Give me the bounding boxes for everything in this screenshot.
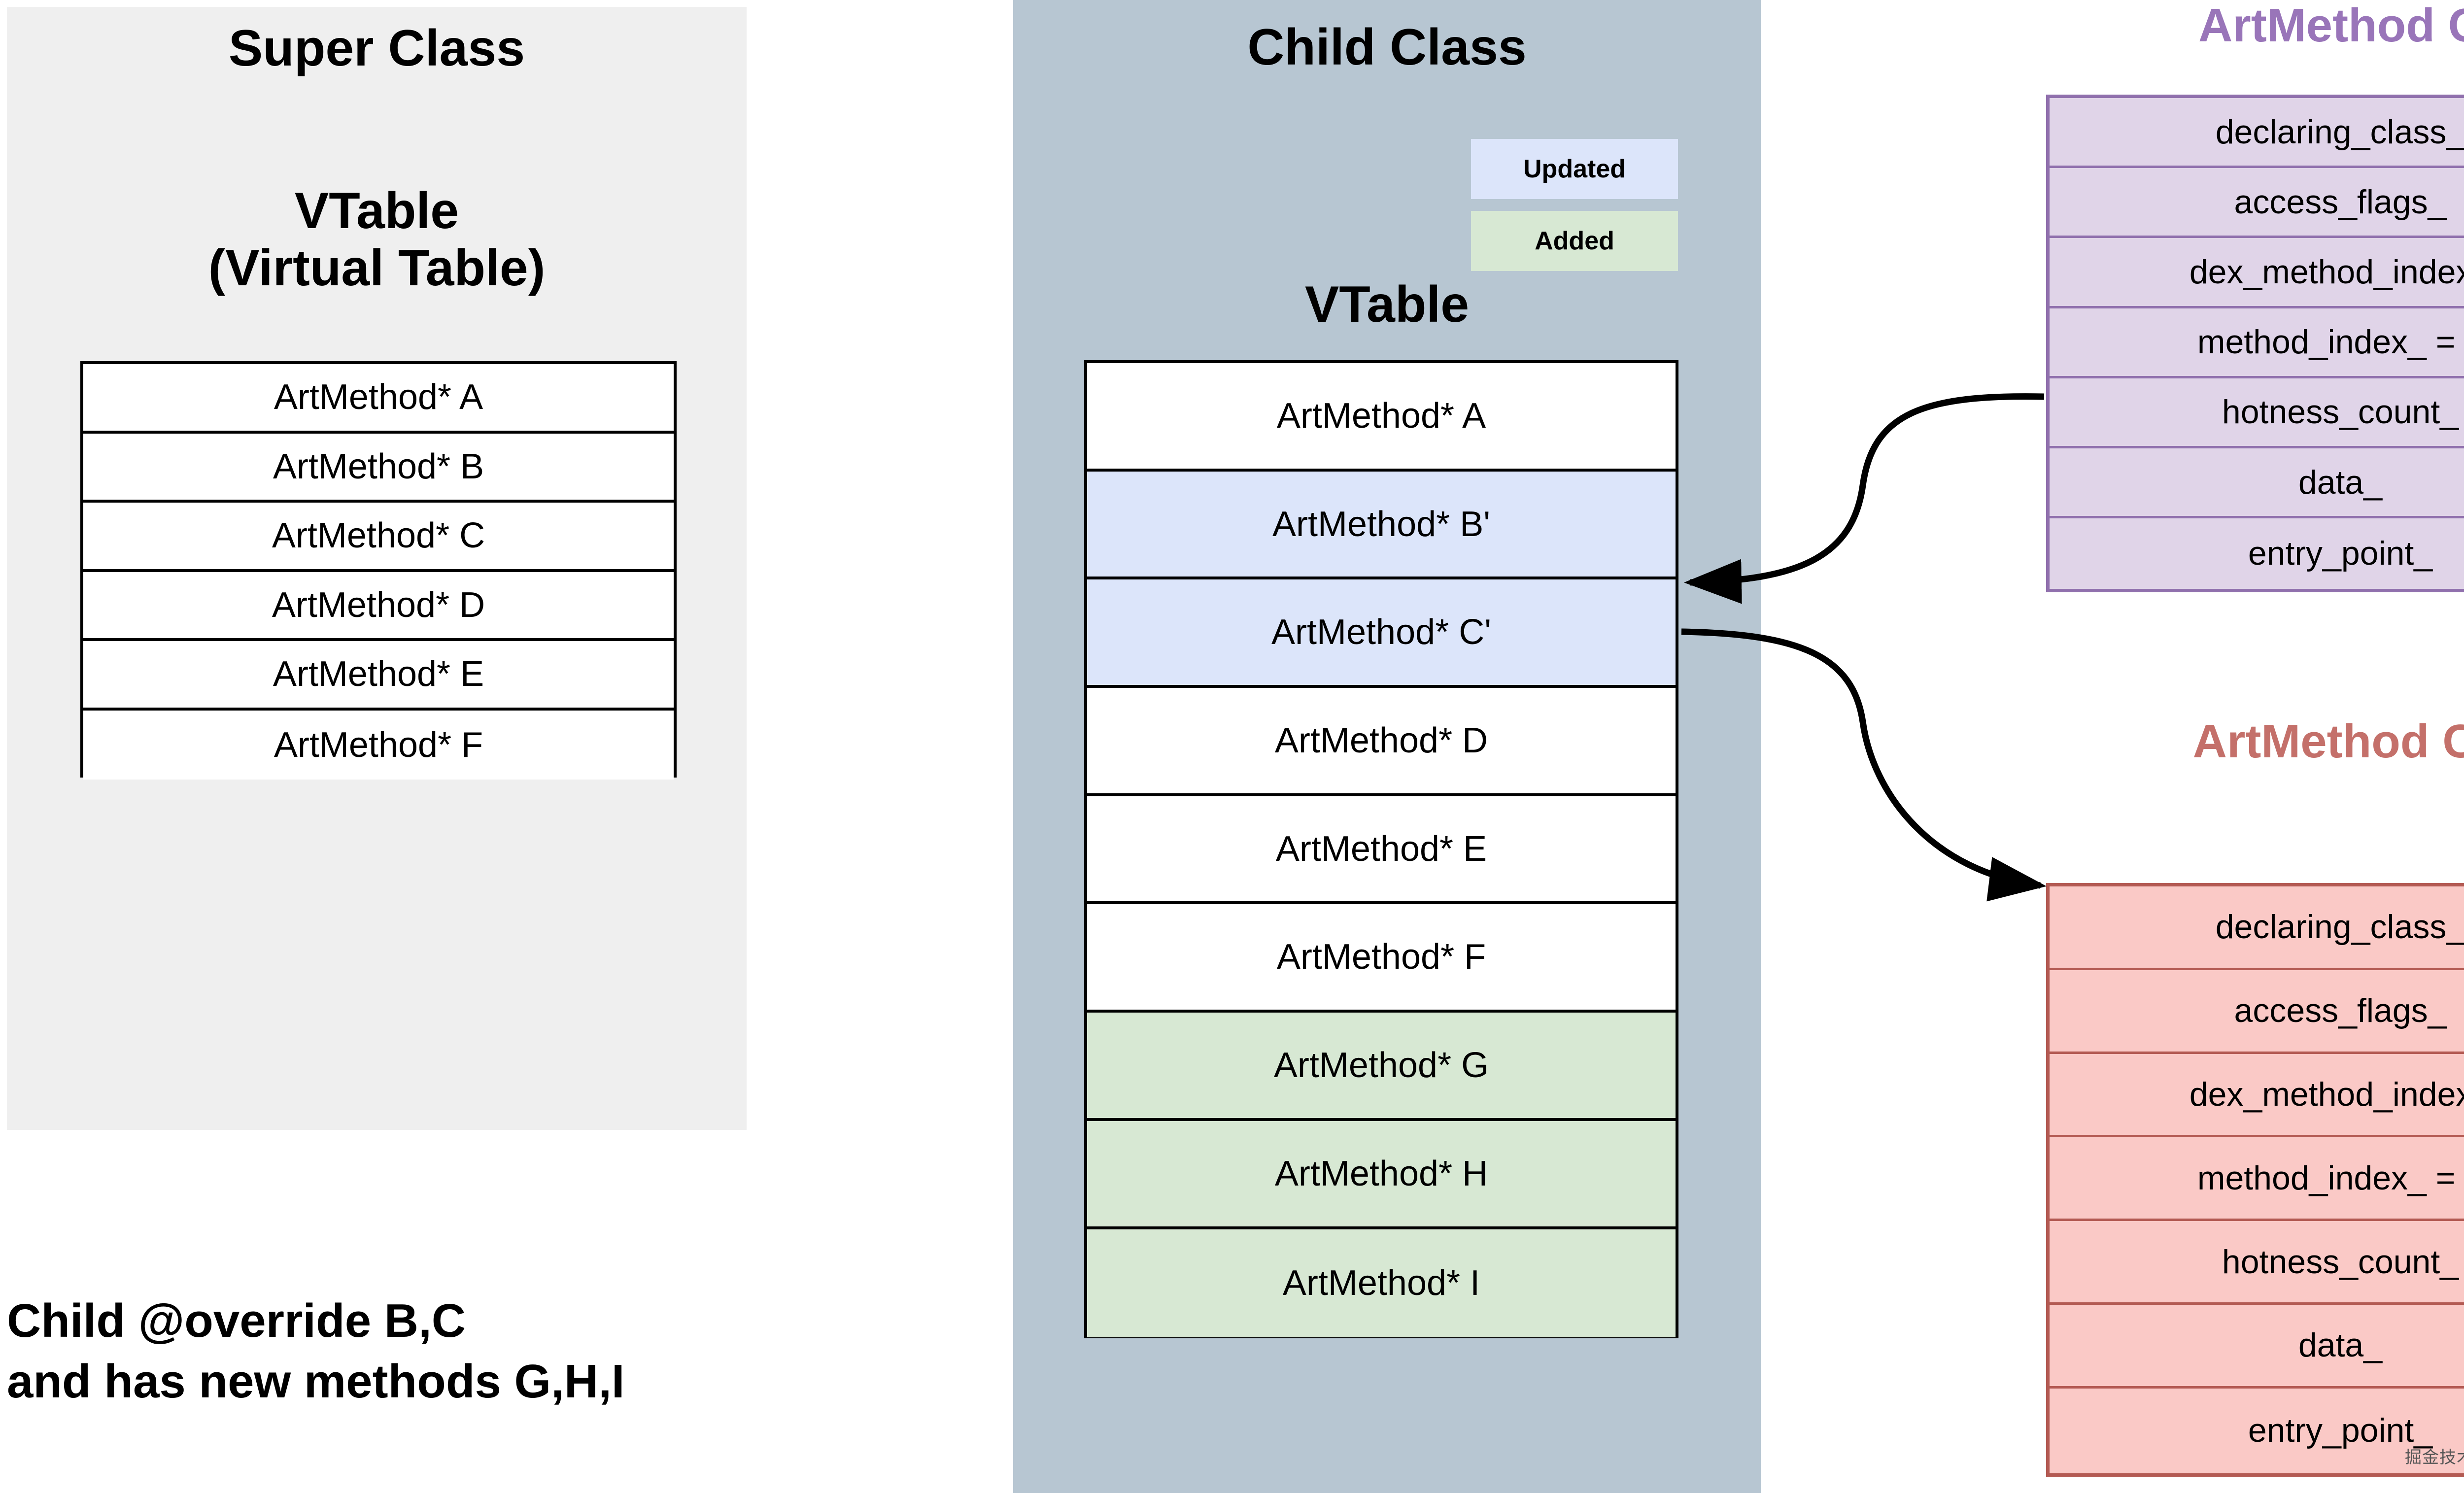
child-vtable-row: ArtMethod* E	[1087, 796, 1676, 905]
child-class-vtable-title: VTable	[1304, 276, 1470, 333]
super-vtable-row: ArtMethod* C	[83, 503, 674, 572]
child-vtable-row: ArtMethod* D	[1087, 688, 1676, 796]
child-vtable-row: ArtMethod* B'	[1087, 471, 1676, 580]
child-vtable-row: ArtMethod* F	[1087, 904, 1676, 1013]
legend-badge-updated: Updated	[1471, 139, 1678, 199]
artmethod-c-field: access_flags_	[2050, 168, 2464, 238]
child-vtable-row: ArtMethod* A	[1087, 363, 1676, 472]
super-vtable-row: ArtMethod* D	[83, 572, 674, 641]
super-class-title: Super Class	[228, 20, 525, 77]
caption-text: Child @override B,C and has new methods …	[7, 1294, 625, 1408]
artmethod-c-field: hotness_count_	[2050, 378, 2464, 448]
artmethod-c-field: declaring_class_	[2050, 98, 2464, 169]
watermark: 掘金技术社区 @ 芦半山	[2405, 1448, 2464, 1467]
artmethod-c-field: data_	[2050, 448, 2464, 519]
artmethod-c-title: ArtMethod C	[2198, 0, 2464, 52]
artmethod-c-prime-field: entry_point_	[2248, 1411, 2433, 1449]
artmethod-c-prime-field: data_	[2050, 1305, 2464, 1389]
artmethod-c-prime-field: dex_method_index_	[2050, 1054, 2464, 1138]
artmethod-c-field: entry_point_	[2248, 535, 2433, 573]
artmethod-c-prime-struct: declaring_class_access_flags_dex_method_…	[2046, 883, 2464, 1477]
child-vtable-row: ArtMethod* C'	[1087, 579, 1676, 688]
super-vtable-row: ArtMethod* F	[83, 710, 674, 780]
artmethod-c-prime-field: hotness_count_	[2050, 1221, 2464, 1305]
artmethod-c-field: method_index_ = 2	[2050, 308, 2464, 378]
legend-badge-added: Added	[1471, 211, 1678, 271]
child-vtable-row: ArtMethod* G	[1087, 1013, 1676, 1121]
child-vtable-row: ArtMethod* H	[1087, 1120, 1676, 1229]
super-class-vtable-title: VTable (Virtual Table)	[208, 182, 546, 297]
super-vtable-row: ArtMethod* A	[83, 364, 674, 434]
artmethod-c-prime-title: ArtMethod C'	[2192, 715, 2464, 768]
artmethod-c-prime-field: access_flags_	[2050, 970, 2464, 1054]
super-vtable-row: ArtMethod* E	[83, 641, 674, 711]
child-class-title: Child Class	[1247, 19, 1527, 76]
artmethod-c-prime-field: declaring_class_	[2050, 886, 2464, 970]
artmethod-c-field: dex_method_index_	[2050, 238, 2464, 308]
super-vtable-row: ArtMethod* B	[83, 433, 674, 503]
artmethod-c-prime-field: method_index_ = 2	[2050, 1137, 2464, 1222]
artmethod-c-struct: declaring_class_access_flags_dex_method_…	[2046, 95, 2464, 592]
child-vtable-row: ArtMethod* I	[1087, 1229, 1676, 1338]
